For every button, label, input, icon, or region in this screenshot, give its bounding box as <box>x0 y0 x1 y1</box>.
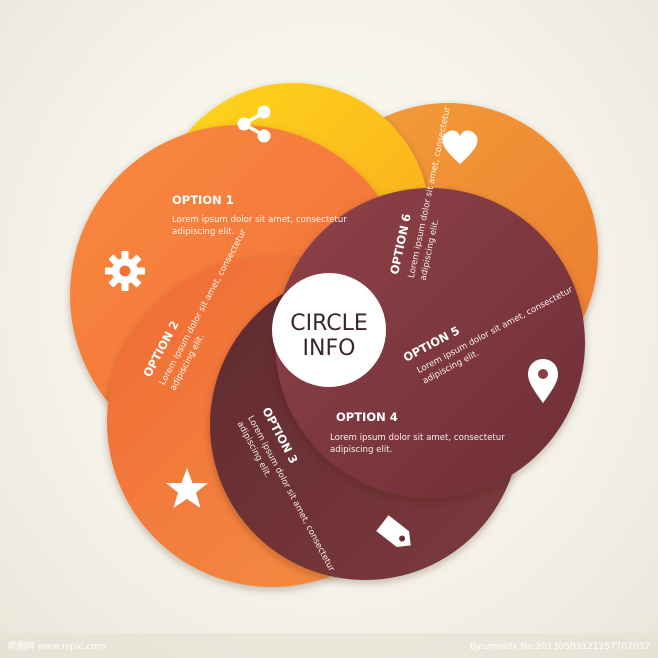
option-4: OPTION 4 Lorem ipsum dolor sit amet, con… <box>330 410 505 455</box>
option-1-text: Lorem ipsum dolor sit amet, consectetur <box>172 215 347 225</box>
option-4-text: Lorem ipsum dolor sit amet, consectetur <box>330 433 505 443</box>
option-1-title: OPTION 1 <box>172 193 234 207</box>
watermark-right: By:umindx No:20130503121257707037 <box>470 642 650 652</box>
share-icon <box>237 105 271 143</box>
watermark-bar <box>0 633 658 658</box>
option-1: OPTION 1 Lorem ipsum dolor sit amet, con… <box>172 193 347 237</box>
center-circle <box>272 273 386 387</box>
center-title-line2: INFO <box>303 336 356 361</box>
segment-option-4 <box>275 188 585 498</box>
heart-icon <box>442 130 478 164</box>
tag-icon <box>376 515 411 548</box>
gear-icon <box>105 251 145 291</box>
option-4-title: OPTION 4 <box>336 410 398 424</box>
star-icon <box>166 468 208 508</box>
option-1-text-2: adipiscing elit. <box>172 227 234 237</box>
map-pin-icon <box>528 359 558 403</box>
center-title-line1: CIRCLE <box>290 311 368 336</box>
watermark-left: 昵图网 www.nipic.com <box>8 641 105 652</box>
option-4-text-2: adipiscing elit. <box>330 445 392 455</box>
